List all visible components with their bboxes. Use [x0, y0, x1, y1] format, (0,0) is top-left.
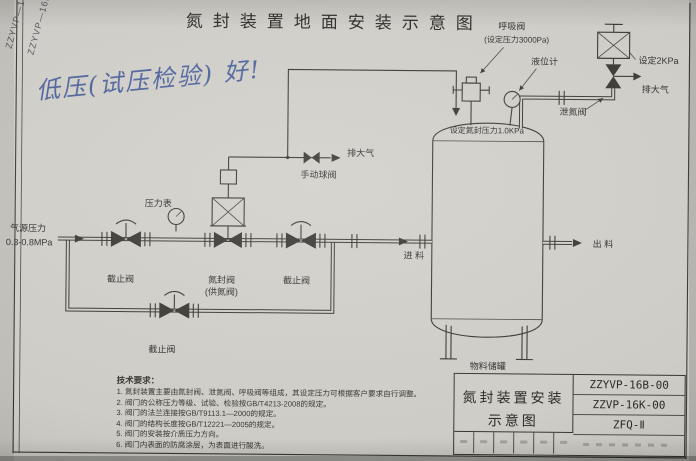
- source-pressure-value: 0.3-0.8MPa: [6, 237, 53, 247]
- storage-tank: [430, 122, 545, 361]
- stop-valve-right-label: 截止阀: [283, 274, 310, 285]
- stop-valve-left: [110, 219, 141, 248]
- bypass-stop-valve-label: 截止阀: [148, 343, 175, 354]
- breather-valve: [452, 76, 490, 126]
- relief-set-label: 设定2KPa: [638, 55, 678, 66]
- tank-set-pressure-label: 设定氮封压力1.0KPa: [450, 125, 525, 136]
- revision-cell: [534, 432, 555, 454]
- model-code-3: ZFQ-Ⅱ: [573, 414, 685, 436]
- technical-requirements: 技术要求： 1. 氮封装置主要由氮封阀、泄氮阀、呼吸阀等组成，其设定压力可根据客…: [116, 374, 449, 453]
- title-block-codes: ZZYVP-16B-00 ZZVP-16K-00 ZFQ-Ⅱ: [573, 374, 685, 455]
- title-block: 氮封装置安装 示意图 ZZYVP-16B-00 ZZVP-16K-00 ZFQ-…: [453, 372, 686, 457]
- source-pressure-label: 气源压力: [10, 222, 46, 233]
- flange-ticks: [101, 90, 565, 318]
- pressure-gauge-label: 压力表: [145, 197, 172, 208]
- revision-cell: [514, 432, 535, 454]
- title-block-name: 氮封装置安装 示意图: [454, 373, 574, 433]
- nitrogen-release-valve-label: 泄氮阀: [559, 106, 586, 117]
- breather-valve-set-label: (设定压力3000Pa): [484, 34, 549, 45]
- nitrogen-seal-valve: [210, 156, 247, 249]
- pilot-vent-line: [228, 151, 341, 164]
- nitrogen-seal-valve-label: 氮封阀: [208, 274, 235, 285]
- revision-cell: [474, 432, 495, 454]
- breather-valve-label: 呼吸阀: [498, 21, 525, 31]
- vent-right-label: 排大气: [642, 84, 669, 95]
- paper-edge-right: [689, 0, 696, 461]
- nitrogen-release-valve: [596, 23, 642, 89]
- flow-arrows: [74, 234, 582, 247]
- nitrogen-seal-valve-sublabel: (供氮阀): [205, 286, 238, 297]
- bypass-pipe: [65, 238, 335, 314]
- tank-top-gauge: [503, 90, 521, 126]
- stop-valve-right: [285, 221, 316, 249]
- pressure-gauge: [167, 207, 185, 232]
- drawing-title: 氮封装置地面安装示意图: [185, 11, 483, 34]
- vent-mid-label: 排大气: [347, 147, 374, 158]
- manual-ball-valve-label: 手动球阀: [300, 169, 336, 180]
- tank-label: 物料储罐: [470, 360, 506, 371]
- revision-cell: [454, 431, 475, 454]
- feed-out-label: 出 料: [593, 238, 614, 249]
- stop-valve-left-label: 截止阀: [107, 273, 134, 284]
- leader-lines: [480, 47, 636, 111]
- model-code-1: ZZYVP-16B-00: [573, 374, 685, 396]
- sensing-line: [286, 68, 461, 160]
- title-block-revision-cells: [454, 431, 573, 454]
- revision-cell: [554, 433, 573, 454]
- revision-cell: [494, 432, 515, 454]
- level-gauge-label: 液位计: [531, 56, 558, 67]
- table-edge-bottom: [0, 456, 696, 461]
- title-block-name-line2: 示意图: [487, 412, 539, 429]
- feed-in-label: 进 料: [403, 249, 424, 260]
- paper-edge-left: [0, 0, 14, 461]
- model-code-2: ZZVP-16K-00: [573, 394, 685, 416]
- bypass-stop-valve: [159, 290, 190, 319]
- tank-legs: [439, 324, 533, 361]
- title-block-name-line1: 氮封装置安装: [462, 389, 565, 406]
- vent-line-to-release-valve: [518, 88, 616, 129]
